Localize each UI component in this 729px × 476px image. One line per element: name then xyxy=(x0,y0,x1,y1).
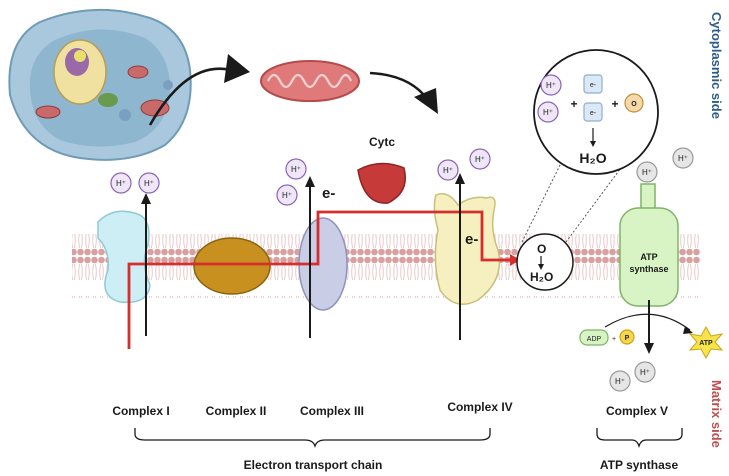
proton-label: H⁺ xyxy=(282,191,292,200)
atp-bracket xyxy=(596,428,683,449)
oxygen-label-zoom: O xyxy=(631,101,637,108)
cytochrome-c-shape xyxy=(357,162,406,204)
proton-label: H⁺ xyxy=(144,179,154,188)
zoom-line-left xyxy=(521,154,566,243)
complex-iv-label: Complex IV xyxy=(447,400,512,414)
water-label-small: H₂O xyxy=(530,270,553,284)
proton-label: H⁺ xyxy=(546,81,556,90)
electron-box-label: e- xyxy=(590,110,597,117)
complex-ii-label: Complex II xyxy=(206,404,267,418)
proton-group-complex-i: H⁺ H⁺ xyxy=(110,172,160,194)
plus-sign: + xyxy=(570,97,577,111)
adp-label: ADP xyxy=(587,336,602,343)
plus-sign: + xyxy=(611,97,618,111)
phosphate-label: P xyxy=(625,335,630,342)
proton-group-atp-top: H⁺ H⁺ xyxy=(636,147,694,183)
atp-bracket-label: ATP synthase xyxy=(600,458,679,472)
complex-i-label: Complex I xyxy=(112,404,169,418)
complex-ii-shape xyxy=(193,237,271,295)
electron-label-complex-iv: e- xyxy=(465,231,478,248)
electron-box-label: e- xyxy=(590,82,597,89)
reaction-zoom-circle: H⁺ H⁺ + e- e- + O H₂O xyxy=(533,49,659,175)
matrix-side-label: Matrix side xyxy=(709,380,724,448)
proton-label: H⁺ xyxy=(615,377,625,386)
water-label-zoom: H₂O xyxy=(579,150,606,166)
mitochondrion-illustration xyxy=(260,60,360,102)
electron-label-complex-iii: e- xyxy=(322,185,335,202)
complex-i-shape xyxy=(97,210,151,304)
cytc-label: Cytc xyxy=(369,135,395,149)
complex-iii-label: Complex III xyxy=(300,404,364,418)
inner-membrane xyxy=(72,234,700,298)
proton-label: H⁺ xyxy=(678,154,688,163)
proton-label: H⁺ xyxy=(116,179,126,188)
electron-path-arrowhead xyxy=(510,254,520,266)
proton-group-complex-iv: H⁺ H⁺ xyxy=(437,148,491,181)
cell-illustration xyxy=(8,8,192,161)
water-formation-site: O H₂O xyxy=(516,233,574,291)
complex-iv-shape xyxy=(433,193,501,305)
arrowhead-cell-to-mito xyxy=(224,54,250,83)
proton-label: H⁺ xyxy=(443,166,453,175)
proton-label: H⁺ xyxy=(291,165,301,174)
complex-v-label: Complex V xyxy=(606,404,668,418)
proton-group-complex-iii: H⁺ H⁺ xyxy=(276,158,307,206)
atp-production: ADP + P ATP xyxy=(579,313,724,360)
oxygen-label-small: O xyxy=(537,242,546,256)
proton-label: H⁺ xyxy=(640,368,650,377)
proton-group-atp-bottom: H⁺ H⁺ xyxy=(609,361,656,392)
atp-synthase-label-line1: ATP xyxy=(640,252,657,262)
atp-synthase-label-line2: synthase xyxy=(629,264,668,274)
arrowhead-mito-to-membrane xyxy=(414,88,438,114)
etc-bracket xyxy=(134,428,491,449)
atp-synthase-complex: ATP synthase xyxy=(619,183,679,307)
cytoplasmic-side-label: Cytoplasmic side xyxy=(709,12,724,119)
etc-bracket-label: Electron transport chain xyxy=(244,458,383,472)
atp-product-label: ATP xyxy=(699,340,713,347)
proton-label: H⁺ xyxy=(543,108,553,117)
proton-label: H⁺ xyxy=(475,155,485,164)
plus-sign: + xyxy=(612,336,616,343)
electron-path xyxy=(127,210,512,349)
proton-label: H⁺ xyxy=(642,168,652,177)
